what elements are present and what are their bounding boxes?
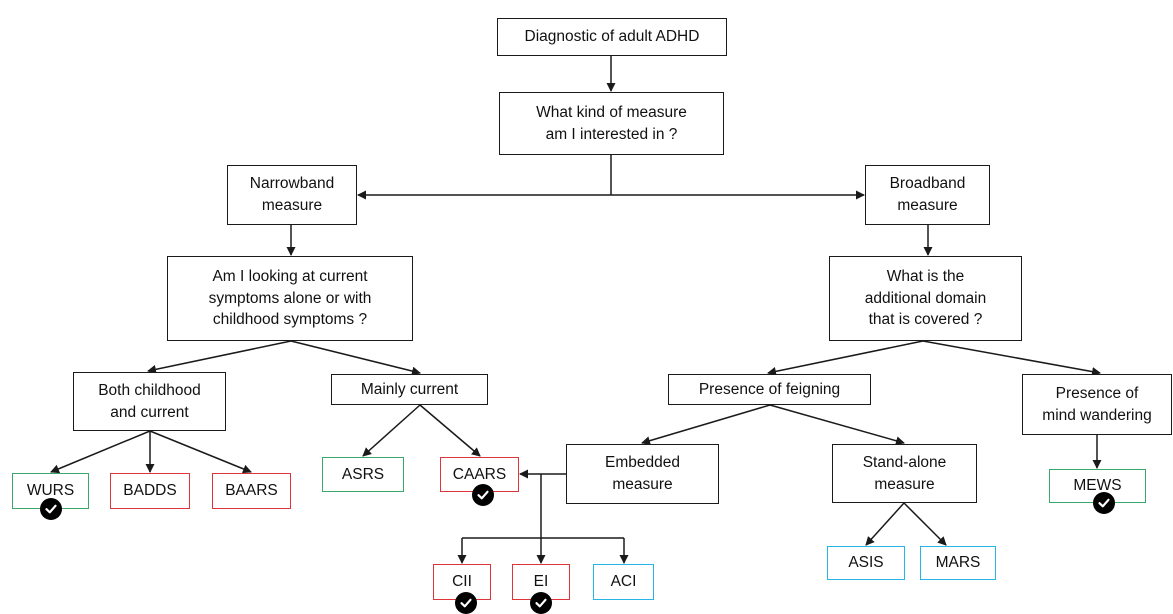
edge-feigning-embedded: [641, 404, 771, 446]
checkmark-icon: [530, 592, 552, 614]
edge-symptoms-mainly: [290, 340, 421, 376]
checkmark-icon: [455, 592, 477, 614]
node-root: Diagnostic of adult ADHD: [497, 18, 727, 56]
measure-aci: ACI: [593, 564, 654, 600]
node-measure-question: What kind of measure am I interested in …: [499, 92, 724, 155]
edge-domain-feigning: [767, 340, 924, 376]
checkmark-icon: [40, 498, 62, 520]
edge-standalone-asis: [865, 502, 905, 546]
edge-mainly-caars: [419, 404, 481, 457]
node-narrowband: Narrowband measure: [227, 165, 357, 225]
node-broadband: Broadband measure: [865, 165, 990, 225]
edge-domain-mindwandering: [922, 340, 1101, 377]
measure-badds: BADDS: [110, 473, 190, 509]
measure-asrs: ASRS: [322, 457, 404, 492]
edge-both-wurs: [50, 430, 151, 474]
node-both-childhood-current: Both childhood and current: [73, 372, 226, 431]
node-mainly-current: Mainly current: [331, 374, 488, 405]
edge-both-baars: [149, 430, 252, 474]
node-embedded-measure: Embedded measure: [566, 444, 719, 504]
checkmark-icon: [1093, 492, 1115, 514]
node-symptoms-question: Am I looking at current symptoms alone o…: [167, 256, 413, 341]
edge-feigning-standalone: [769, 404, 905, 446]
node-standalone-measure: Stand-alone measure: [832, 444, 977, 503]
measure-asis: ASIS: [827, 546, 905, 580]
edge-mainly-asrs: [362, 404, 421, 457]
measure-mars: MARS: [920, 546, 996, 580]
edge-standalone-mars: [903, 502, 947, 546]
checkmark-icon: [472, 484, 494, 506]
edge-symptoms-both: [147, 340, 292, 374]
measure-baars: BAARS: [212, 473, 291, 509]
node-presence-feigning: Presence of feigning: [668, 374, 871, 405]
node-domain-question: What is the additional domain that is co…: [829, 256, 1022, 341]
node-presence-mind-wandering: Presence of mind wandering: [1022, 374, 1172, 435]
measure-mews: MEWS: [1049, 469, 1146, 503]
